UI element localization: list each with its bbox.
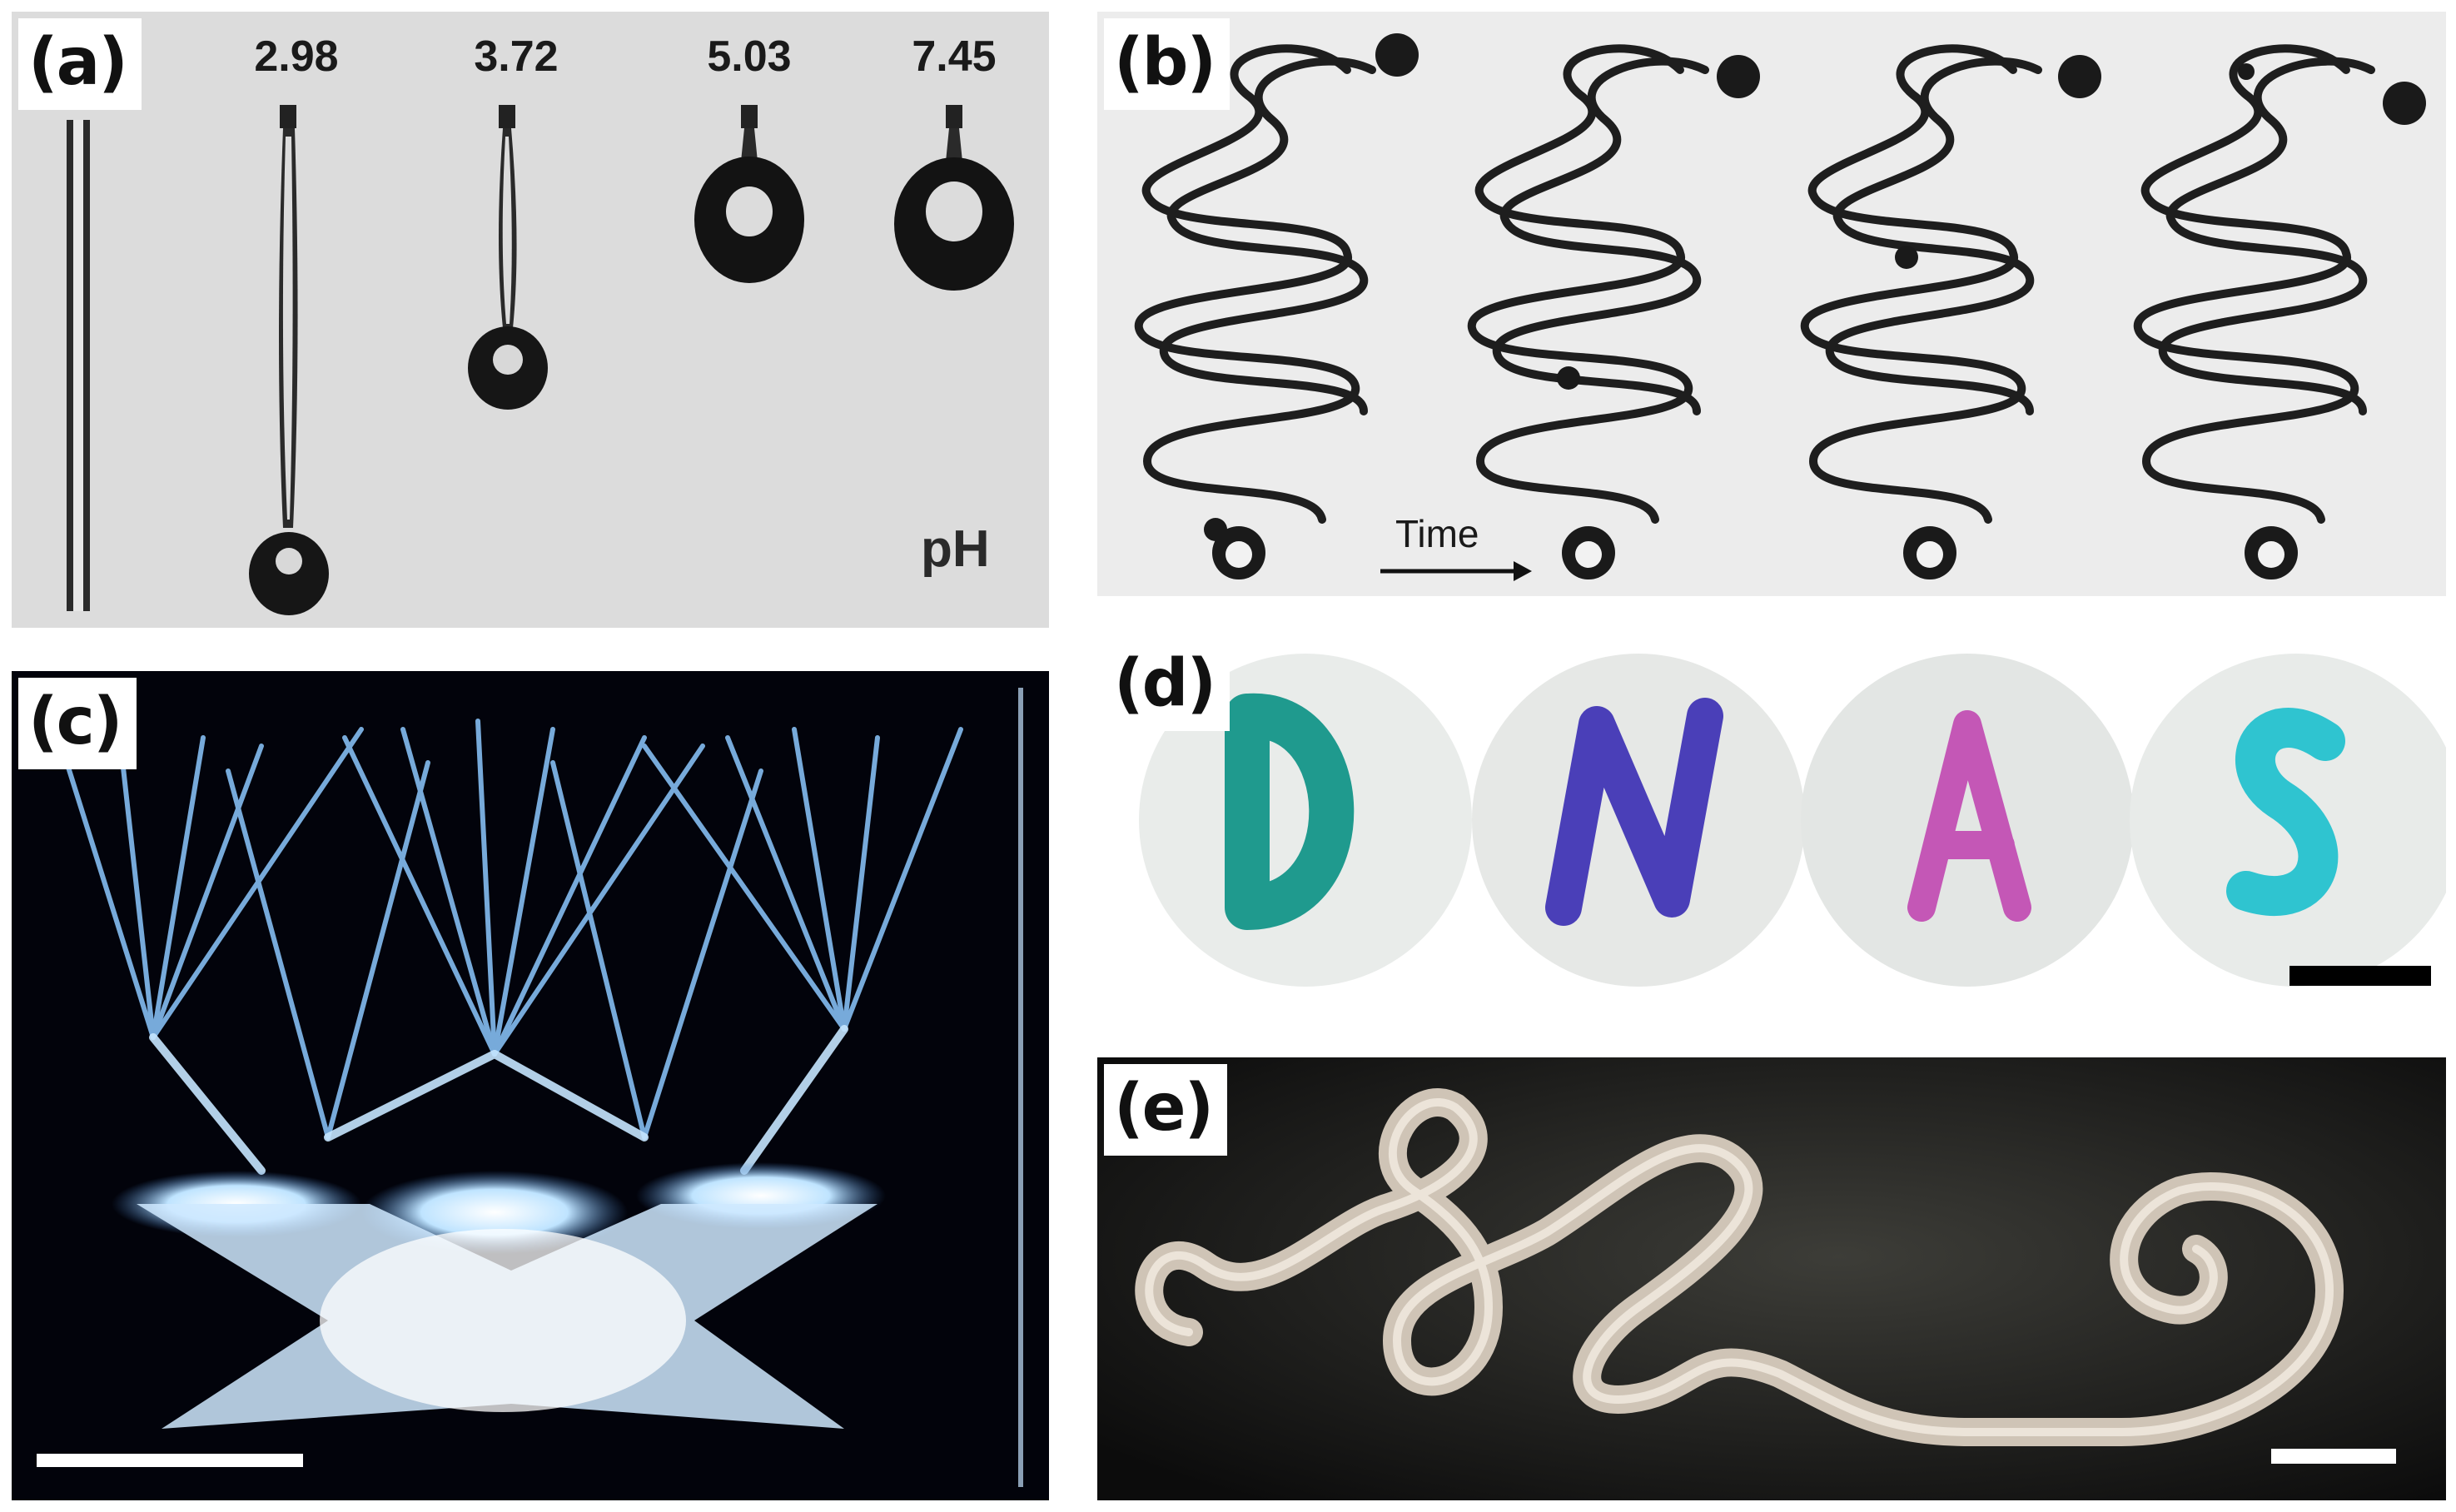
panel-a: (a) 2.98 3.72 5.03 7.45 pH [12,12,1049,628]
panel-e-printed-filament-image [1097,1057,2446,1500]
panel-c: (c) [12,671,1049,1500]
ph-value-3: 5.03 [707,32,792,81]
panel-e-label: (e) [1104,1064,1228,1156]
dish-letter-s [2226,708,2345,916]
ph-value-1: 2.98 [254,32,339,81]
panel-a-label: (a) [18,18,142,110]
panel-d-label: (d) [1104,639,1230,731]
panel-b: (b) Time [1097,12,2446,596]
panel-e: (e) [1097,1057,2446,1500]
panel-c-fiber-image [12,671,1049,1500]
panel-c-label: (c) [18,678,137,769]
panel-b-label: (b) [1104,18,1230,110]
panel-b-coiling-image [1097,12,2446,596]
panel-e-scale-bar [2271,1449,2396,1464]
panel-d-dishes-image [1097,633,2446,999]
dish-letter-d [1225,693,1355,930]
dish-letter-n [1545,698,1723,926]
panel-d-scale-bar [2289,966,2431,986]
time-arrow-label: Time [1395,512,1479,555]
ph-value-2: 3.72 [474,32,559,81]
ph-value-4: 7.45 [912,32,997,81]
panel-d: (d) [1097,633,2446,999]
panel-c-scale-bar [37,1454,303,1467]
dish-letter-a [1907,710,2031,922]
ph-unit-label: pH [921,520,990,578]
panel-a-drops-image [12,12,1049,628]
